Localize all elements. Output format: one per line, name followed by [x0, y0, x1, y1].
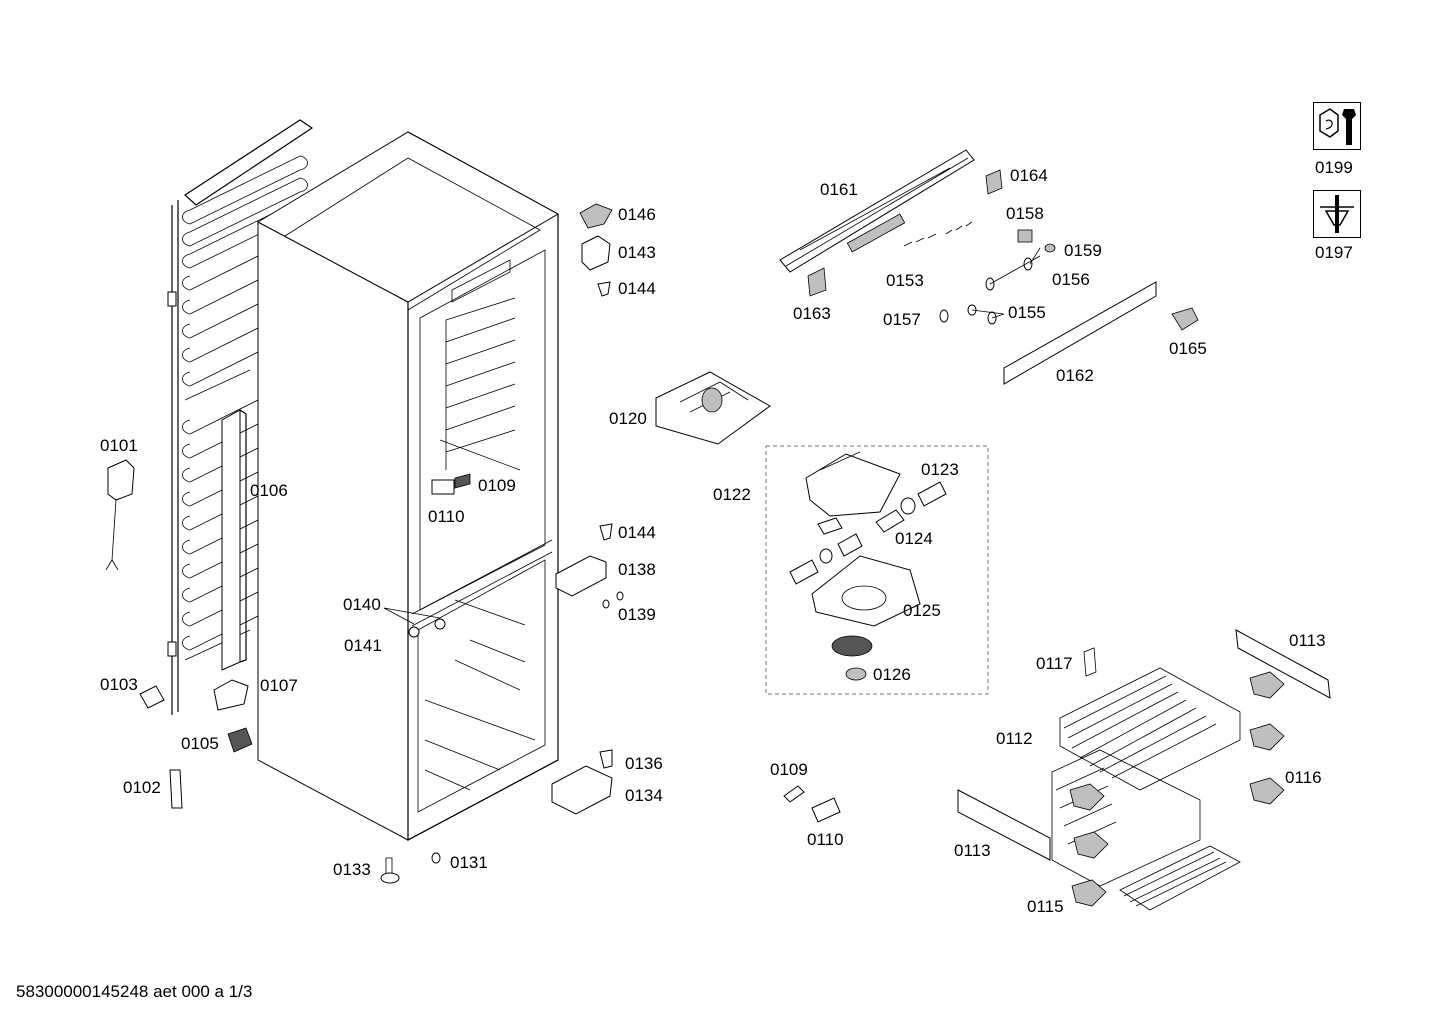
label-0102: 0102: [123, 778, 161, 797]
label-0122: 0122: [713, 485, 751, 504]
label-0116: 0116: [1285, 768, 1322, 787]
label-0141: 0141: [344, 636, 382, 655]
label-0163: 0163: [793, 304, 831, 323]
left-small-parts: [105, 459, 471, 884]
label-0123: 0123: [921, 460, 959, 479]
label-0136: 0136: [625, 754, 663, 773]
label-0115: 0115: [1027, 897, 1064, 916]
label-0113-lower: 0113: [954, 841, 991, 860]
label-0156: 0156: [1052, 270, 1090, 289]
label-0158: 0158: [1006, 204, 1044, 223]
wrench-tool-icon: [1313, 102, 1361, 150]
label-0109-upper: 0109: [478, 476, 516, 495]
label-0105: 0105: [181, 734, 219, 753]
hinge-parts: [551, 203, 624, 815]
evaporator-coil: [957, 629, 1331, 911]
label-0162: 0162: [1056, 366, 1094, 385]
label-0112: 0112: [996, 729, 1033, 748]
leader-lines: [383, 247, 1041, 625]
label-0199: 0199: [1315, 158, 1353, 177]
screwdriver-tool-icon: [1313, 190, 1361, 238]
label-0131: 0131: [450, 853, 488, 872]
label-0110-lower: 0110: [807, 830, 844, 849]
label-0103: 0103: [100, 675, 138, 694]
label-0159: 0159: [1064, 241, 1102, 260]
label-0117: 0117: [1036, 654, 1073, 673]
label-0113-upper: 0113: [1289, 631, 1326, 650]
label-0143: 0143: [618, 243, 656, 262]
control-panel-parts: [779, 149, 1199, 385]
label-0110-upper: 0110: [428, 507, 465, 526]
label-0146: 0146: [618, 205, 656, 224]
cabinet-housing: [256, 131, 560, 841]
label-0101: 0101: [100, 436, 138, 455]
label-0133: 0133: [333, 860, 371, 879]
document-id: 58300000145248 aet 000 a 1/3: [16, 982, 253, 1001]
label-0157: 0157: [883, 310, 921, 329]
label-0138: 0138: [618, 560, 656, 579]
label-0144-mid: 0144: [618, 523, 656, 542]
fan-module-0120: [655, 371, 771, 445]
label-0120: 0120: [609, 409, 647, 428]
label-0124: 0124: [895, 529, 933, 548]
switch-parts: [783, 785, 841, 823]
label-0161: 0161: [820, 180, 858, 199]
label-0165: 0165: [1169, 339, 1207, 358]
label-0155: 0155: [1008, 303, 1046, 322]
label-0107: 0107: [260, 676, 298, 695]
label-0109-lower: 0109: [770, 760, 808, 779]
label-0125: 0125: [903, 601, 941, 620]
label-0144-top: 0144: [618, 279, 656, 298]
label-0126: 0126: [873, 665, 911, 684]
label-0153: 0153: [886, 271, 924, 290]
label-0164: 0164: [1010, 166, 1048, 185]
label-0139: 0139: [618, 605, 656, 624]
label-0197: 0197: [1315, 243, 1353, 262]
label-0134: 0134: [625, 786, 663, 805]
label-0140: 0140: [343, 595, 381, 614]
label-0106: 0106: [250, 481, 288, 500]
lamp-assembly-0122: [765, 445, 989, 695]
condenser-coil: [167, 119, 314, 715]
